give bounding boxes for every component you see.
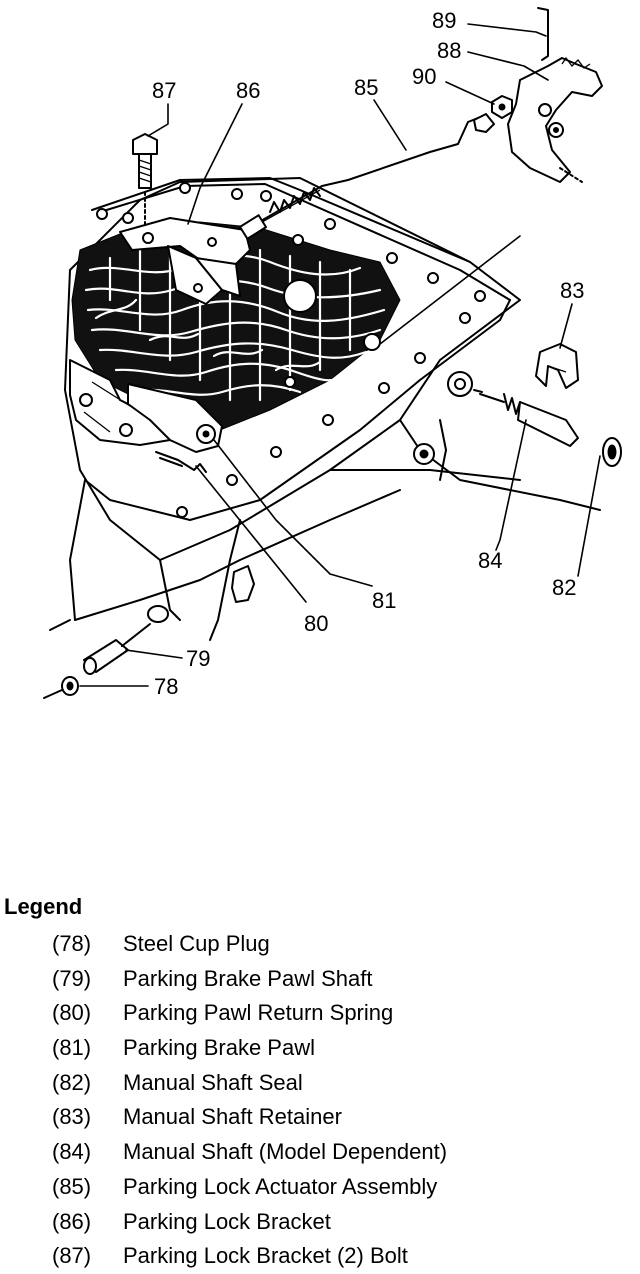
legend-item-label: Steel Cup Plug	[123, 931, 270, 956]
callout-85: 85	[354, 75, 378, 100]
legend-item-label: Parking Brake Pawl	[123, 1035, 315, 1061]
parking-lock-actuator	[238, 113, 495, 240]
legend-item-number: (81)	[52, 1035, 92, 1061]
legend-item-label: Parking Lock Bracket (2) Bolt	[123, 1243, 408, 1269]
parking-lock-bracket	[119, 217, 251, 305]
legend-item: (82) Manual Shaft Seal	[4, 1066, 634, 1101]
legend-item: (81) Parking Brake Pawl	[4, 1031, 634, 1066]
callout-78: 78	[154, 674, 178, 699]
exploded-parts-diagram: 89 88 90 87 86 85 83 84 82 81 80 79 78	[43, 7, 622, 699]
parking-brake-pawl	[127, 383, 223, 453]
callout-88: 88	[437, 38, 461, 63]
parking-pawl-return-spring	[155, 451, 207, 473]
parking-brake-pawl-shaft	[83, 605, 169, 675]
callout-83: 83	[560, 278, 584, 303]
callout-79: 79	[186, 646, 210, 671]
steel-cup-plug	[43, 676, 79, 699]
legend-item-label: Parking Lock Bracket	[123, 1208, 331, 1234]
callout-82: 82	[552, 575, 576, 600]
legend-item-number: (82)	[52, 1069, 92, 1095]
legend-item-number: (87)	[52, 1243, 92, 1269]
leader-lines	[79, 23, 601, 687]
legend-item-label: Parking Pawl Return Spring	[123, 1000, 394, 1026]
parking-lock-bracket-bolt	[132, 133, 158, 227]
legend-item-number: (80)	[52, 1000, 92, 1026]
legend-item: (87) Parking Lock Bracket (2) Bolt	[4, 1239, 634, 1274]
case-bolt-holes	[96, 182, 486, 518]
legend-item-label: Parking Brake Pawl Shaft	[123, 965, 373, 991]
legend-item-number: (84)	[52, 1139, 92, 1165]
legend-item-label: Manual Shaft Seal	[123, 1069, 303, 1095]
legend-item-label: Parking Lock Actuator Assembly	[123, 1173, 438, 1199]
callout-labels: 89 88 90 87 86 85 83 84 82 81 80 79 78	[152, 8, 584, 699]
callout-90: 90	[412, 64, 436, 89]
legend-item-number: (78)	[52, 931, 92, 956]
detent-lever-assembly	[491, 7, 603, 183]
manual-shaft-seal	[602, 437, 622, 467]
legend-item-number: (79)	[52, 965, 92, 991]
callout-89: 89	[432, 8, 456, 33]
manual-shaft-retainer	[535, 343, 579, 389]
legend-item-number: (85)	[52, 1173, 92, 1199]
legend-item: (84) Manual Shaft (Model Dependent)	[4, 1135, 634, 1170]
legend: Legend (78) Steel Cup Plug (79) Parking …	[4, 893, 634, 1274]
valve-body	[71, 221, 401, 431]
legend-item-number: (86)	[52, 1208, 92, 1234]
legend-item: (85) Parking Lock Actuator Assembly	[4, 1170, 634, 1205]
callout-87: 87	[152, 78, 176, 103]
actuator-spring	[269, 187, 321, 213]
case-details	[231, 419, 447, 603]
legend-item: (78) Steel Cup Plug	[4, 927, 634, 962]
nut	[491, 95, 513, 119]
legend-list: (78) Steel Cup Plug (79) Parking Brake P…	[4, 927, 634, 1274]
legend-item: (80) Parking Pawl Return Spring	[4, 996, 634, 1031]
legend-item-number: (83)	[52, 1104, 92, 1130]
callout-84: 84	[478, 548, 502, 573]
callout-86: 86	[236, 78, 260, 103]
callout-81: 81	[372, 588, 396, 613]
legend-title: Legend	[4, 894, 83, 919]
legend-item: (86) Parking Lock Bracket	[4, 1205, 634, 1240]
manual-shaft	[447, 371, 579, 447]
legend-item-label: Manual Shaft (Model Dependent)	[123, 1139, 448, 1165]
legend-item-label: Manual Shaft Retainer	[123, 1104, 342, 1130]
legend-item: (79) Parking Brake Pawl Shaft	[4, 962, 634, 997]
legend-item: (83) Manual Shaft Retainer	[4, 1100, 634, 1135]
callout-80: 80	[304, 611, 328, 636]
